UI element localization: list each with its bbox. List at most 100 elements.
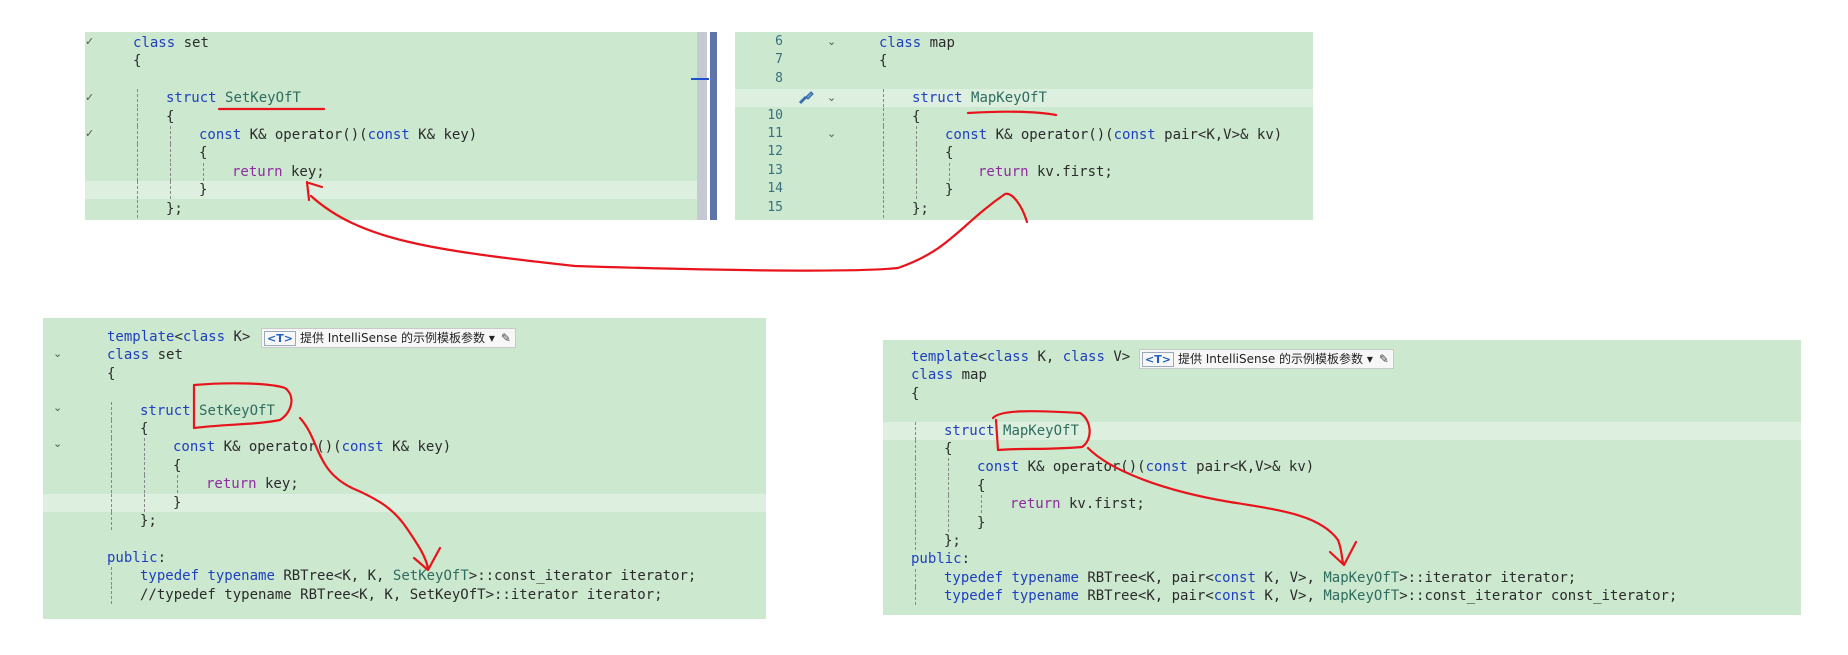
code-token: typename	[1011, 588, 1079, 605]
intellisense-template-hint[interactable]: <T>提供 IntelliSense 的示例模板参数 ▾✎	[261, 328, 516, 348]
code-line[interactable]: typedef typename RBTree<K, K, SetKeyOfT>…	[43, 567, 766, 586]
vertical-scrollbar[interactable]	[697, 32, 707, 220]
code-line[interactable]: return kv.first;	[883, 495, 1801, 514]
intellisense-template-hint[interactable]: <T>提供 IntelliSense 的示例模板参数 ▾✎	[1139, 349, 1394, 369]
line-number: 7	[775, 52, 783, 68]
code-token: const	[199, 127, 242, 143]
code-line[interactable]: };	[883, 532, 1801, 550]
code-line[interactable]: class map	[883, 366, 1801, 384]
code-line[interactable]: return kv.first;	[735, 162, 1313, 181]
code-line[interactable]: struct MapKeyOfT	[883, 421, 1801, 440]
chevron-down-icon[interactable]: ✓	[85, 127, 95, 140]
indent-guide	[137, 199, 138, 218]
code-token: {	[945, 145, 954, 162]
indent-guide	[915, 458, 916, 477]
code-line[interactable]: struct SetKeyOfT	[85, 89, 697, 108]
dropdown-icon[interactable]: ▾	[1366, 352, 1373, 366]
chevron-down-icon[interactable]: ⌄	[827, 35, 837, 48]
indent-guide	[137, 126, 138, 144]
code-token: >::const_iterator const_iterator;	[1399, 588, 1678, 605]
code-line[interactable]: public:	[883, 550, 1801, 568]
indent-guide	[111, 475, 112, 494]
hint-label: 提供 IntelliSense 的示例模板参数	[299, 331, 486, 345]
code-line[interactable]: {	[883, 476, 1801, 495]
code-line[interactable]: {	[43, 456, 766, 475]
code-token: {	[199, 145, 208, 162]
code-token: >::const_iterator iterator;	[468, 568, 697, 585]
chevron-down-icon[interactable]: ⌄	[53, 437, 63, 450]
code-token: struct	[912, 90, 963, 107]
code-line[interactable]: template<class K>	[43, 328, 766, 346]
indent-guide	[144, 475, 145, 494]
code-token: map	[953, 367, 987, 384]
chevron-down-icon[interactable]: ⌄	[827, 127, 837, 140]
code-token: public	[107, 549, 158, 566]
indent-guide	[883, 89, 884, 108]
code-line[interactable]: };	[735, 199, 1313, 218]
code-token: :	[961, 551, 971, 568]
chevron-down-icon[interactable]: ⌄	[53, 401, 63, 414]
arrow-head-bottom-right	[1328, 540, 1358, 567]
indent-guide	[948, 458, 949, 477]
code-line[interactable]: {	[735, 52, 1313, 70]
code-line[interactable]: const K& operator()(const K& key)	[85, 126, 697, 144]
screwdriver-icon[interactable]	[797, 88, 815, 106]
pencil-icon[interactable]: ✎	[500, 331, 511, 345]
code-line[interactable]: {	[43, 365, 766, 383]
code-token: return	[978, 163, 1029, 180]
code-token: const	[977, 459, 1020, 476]
code-line[interactable]: typedef typename RBTree<K, pair<const K,…	[883, 568, 1801, 587]
code-token: typename	[207, 568, 275, 585]
editor-bottom-left: template<class K>class set{struct SetKey…	[43, 318, 766, 619]
code-line[interactable]: //typedef typename RBTree<K, K, SetKeyOf…	[43, 585, 766, 604]
code-line[interactable]: {	[85, 52, 697, 70]
chevron-down-icon[interactable]: ✓	[85, 91, 95, 104]
code-line[interactable]: public:	[43, 549, 766, 567]
code-line[interactable]: struct MapKeyOfT	[735, 89, 1313, 108]
code-line[interactable]: const K& operator()(const K& key)	[43, 438, 766, 457]
code-line[interactable]: {	[883, 385, 1801, 403]
code-line[interactable]: }	[43, 493, 766, 512]
pencil-icon[interactable]: ✎	[1378, 352, 1389, 366]
indent-guide	[915, 476, 916, 495]
code-line[interactable]: typedef typename RBTree<K, pair<const K,…	[883, 587, 1801, 606]
editor-bottom-right: template<class K, class V>class map{stru…	[883, 340, 1801, 615]
code-token: {	[911, 385, 920, 402]
indent-guide	[883, 107, 884, 126]
chevron-down-icon[interactable]: ⌄	[53, 347, 63, 360]
line-number: 6	[775, 34, 783, 49]
code-line[interactable]: struct SetKeyOfT	[43, 401, 766, 420]
code-line[interactable]: {	[883, 440, 1801, 458]
code-line[interactable]: }	[85, 181, 697, 200]
indent-guide	[948, 476, 949, 495]
code-token: key;	[256, 476, 299, 493]
code-token: {	[977, 477, 986, 494]
arrow-top-connection	[309, 192, 1029, 272]
code-token: RBTree<K, K,	[274, 568, 393, 585]
code-token: {	[912, 108, 921, 125]
code-line[interactable]: template<class K, class V>	[883, 348, 1801, 366]
code-line[interactable]: return key;	[43, 475, 766, 494]
code-line[interactable]: {	[43, 420, 766, 438]
code-line[interactable]: class set	[43, 346, 766, 364]
code-line[interactable]: class map	[735, 34, 1313, 52]
line-number: 13	[767, 162, 783, 178]
code-line[interactable]: {	[85, 107, 697, 126]
code-line[interactable]: class set	[85, 34, 697, 52]
code-token: kv.first;	[1060, 496, 1145, 513]
indent-guide	[111, 512, 112, 530]
code-line[interactable]: {	[735, 144, 1313, 163]
chevron-down-icon[interactable]: ⌄	[827, 91, 837, 104]
code-line[interactable]: }	[883, 513, 1801, 532]
code-line[interactable]: const K& operator()(const pair<K,V>& kv)	[735, 126, 1313, 144]
scrollbar-thumb[interactable]	[710, 32, 717, 220]
code-line[interactable]: };	[43, 512, 766, 530]
code-line[interactable]: {	[735, 107, 1313, 126]
code-line[interactable]: }	[735, 181, 1313, 200]
code-line[interactable]: return key;	[85, 162, 697, 181]
dropdown-icon[interactable]: ▾	[488, 331, 495, 345]
code-line[interactable]: };	[85, 199, 697, 218]
code-line[interactable]: {	[85, 144, 697, 163]
indent-guide	[137, 107, 138, 126]
chevron-down-icon[interactable]: ✓	[85, 35, 95, 48]
